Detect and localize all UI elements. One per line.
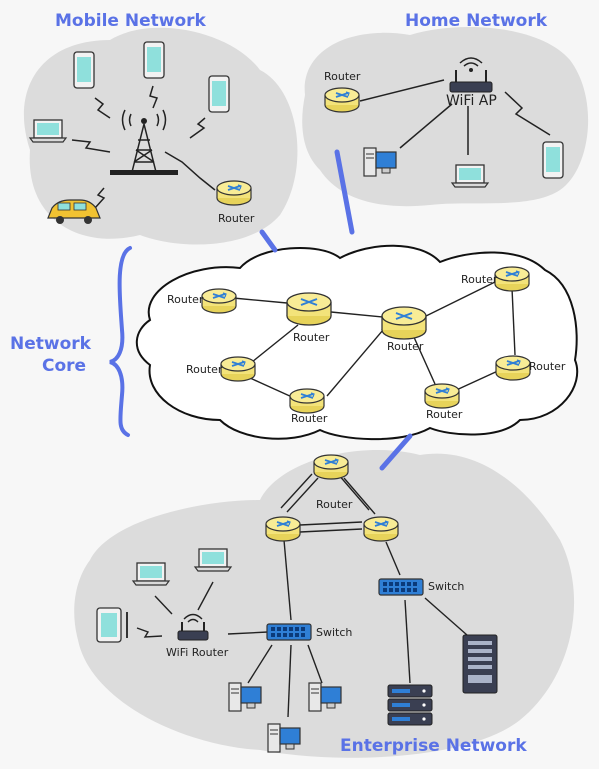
mobile-phone-icon-3 — [208, 75, 230, 113]
enterprise-switch-label-right: Switch — [428, 580, 464, 593]
core-links — [232, 281, 516, 398]
core-router-icon-5 — [220, 356, 256, 382]
core-router-label-6: Router — [291, 412, 328, 425]
home-phone-icon — [542, 141, 564, 179]
core-router-icon-2 — [286, 292, 332, 326]
core-router-label-4: Router — [461, 273, 498, 286]
network-core-brace — [109, 246, 132, 437]
enterprise-router-icon-left — [265, 516, 301, 542]
home-laptop-icon — [451, 164, 489, 188]
mobile-links — [71, 85, 216, 209]
home-network-title: Home Network — [405, 11, 548, 31]
core-router-label-7: Router — [426, 408, 463, 421]
enterprise-switch-icon-right — [378, 578, 424, 596]
core-router-label-1: Router — [167, 293, 204, 306]
home-network-cloud — [302, 27, 589, 207]
car-icon — [47, 199, 101, 224]
mobile-phone-icon-2 — [143, 41, 165, 79]
server-stack-icon — [387, 684, 433, 726]
tablet-icon — [96, 607, 128, 643]
network-core-title-line2: Core — [42, 356, 86, 376]
core-router-label-2: Router — [293, 331, 330, 344]
core-router-icon-6 — [289, 388, 325, 414]
wifi-router-label: WiFi Router — [166, 646, 229, 659]
mobile-network-title: Mobile Network — [55, 11, 207, 31]
core-router-icon-3 — [381, 306, 427, 340]
server-tower-icon — [462, 634, 498, 694]
core-router-label-8: Router — [529, 360, 566, 373]
enterprise-links — [136, 473, 468, 718]
cell-tower-icon — [110, 109, 178, 175]
wifi-router-icon — [177, 613, 209, 641]
enterprise-router-icon-top — [313, 454, 349, 480]
home-links — [359, 79, 551, 155]
core-router-icon-8 — [495, 355, 531, 381]
core-router-icon-1 — [201, 288, 237, 314]
network-core-cloud — [135, 244, 579, 441]
enterprise-network-title: Enterprise Network — [340, 736, 527, 756]
mobile-phone-icon-1 — [73, 51, 95, 89]
mobile-router-icon — [216, 180, 252, 206]
enterprise-switch-icon-left — [266, 623, 312, 641]
home-core-link — [334, 149, 355, 235]
wifi-ap-icon — [449, 57, 493, 93]
home-router-label: Router — [324, 70, 361, 83]
wifi-ap-label: WiFi AP — [446, 93, 497, 109]
enterprise-network-cloud — [74, 450, 575, 758]
network-core-title-line1: Network — [10, 334, 92, 354]
enterprise-switch-label-left: Switch — [316, 626, 352, 639]
core-enterprise-link — [379, 433, 413, 471]
mobile-core-link — [259, 229, 278, 253]
mobile-router-label: Router — [218, 212, 255, 225]
core-router-icon-7 — [424, 383, 460, 409]
enterprise-router-label: Router — [316, 498, 353, 511]
enterprise-laptop-icon-1 — [132, 562, 170, 586]
core-router-label-5: Router — [186, 363, 223, 376]
core-router-icon-4 — [494, 266, 530, 292]
enterprise-router-icon-right — [363, 516, 399, 542]
core-router-label-3: Router — [387, 340, 424, 353]
home-router-icon — [324, 87, 360, 113]
mobile-laptop-icon — [29, 119, 67, 143]
enterprise-laptop-icon-2 — [194, 548, 232, 572]
